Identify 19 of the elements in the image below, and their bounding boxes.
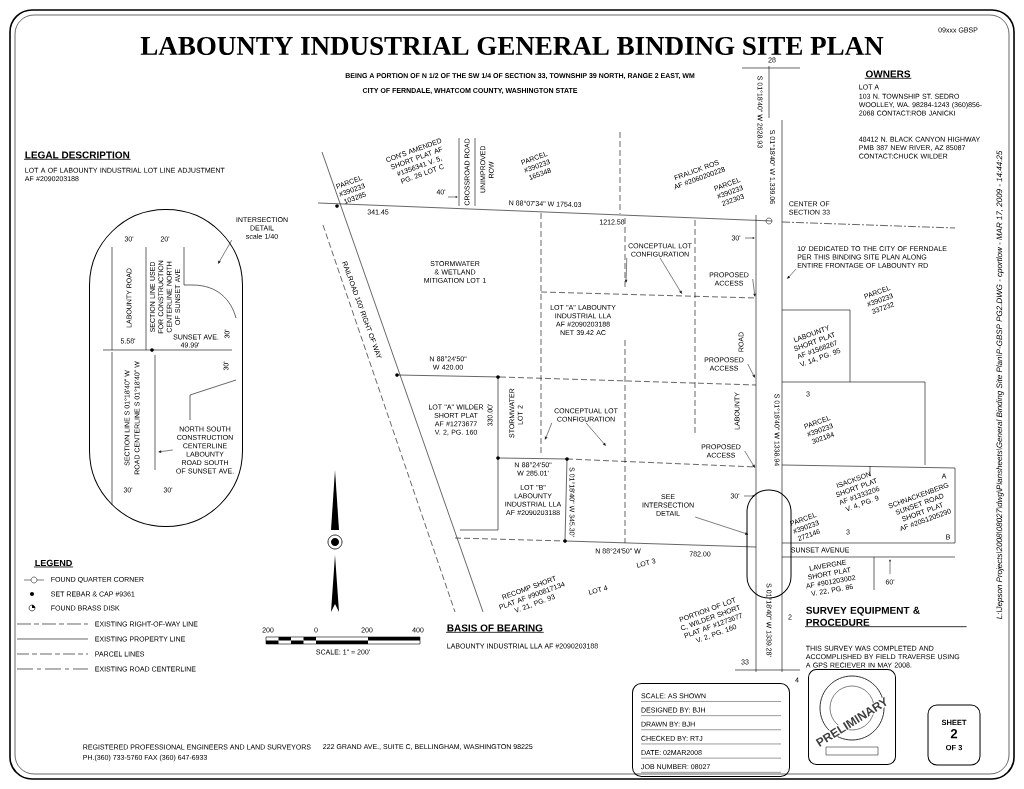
leader-line xyxy=(545,422,553,440)
section-heading: LEGAL DESCRIPTION xyxy=(23,151,131,160)
leader-line xyxy=(787,268,797,279)
section-heading: LEGEND xyxy=(33,559,74,568)
leader-line xyxy=(218,239,233,264)
stamp-frame xyxy=(808,669,896,765)
leader-line xyxy=(659,257,682,294)
leader-line xyxy=(624,257,628,283)
file-path: L:\Jepson Projects\2008\08027\dwg\Plansheets\General Binding Site Plan\P-GBSP PG2.DWG - cportlow - MAR 17, 2009 - 14:44:25 xyxy=(996,150,1004,620)
leader-line xyxy=(744,450,755,468)
title: LABOUNTY INDUSTRIAL GENERAL BINDING SITE PLAN xyxy=(140,36,884,56)
leader-line xyxy=(158,449,174,453)
section-heading: BASIS OF BEARING xyxy=(445,624,545,633)
section-heading: SURVEY EQUIPMENT & PROCEDURE xyxy=(804,606,967,628)
leader-line xyxy=(752,278,756,297)
leader-line xyxy=(585,422,606,446)
leader-line xyxy=(694,516,749,535)
leader-line xyxy=(747,363,755,378)
section-heading: OWNERS xyxy=(864,70,912,79)
